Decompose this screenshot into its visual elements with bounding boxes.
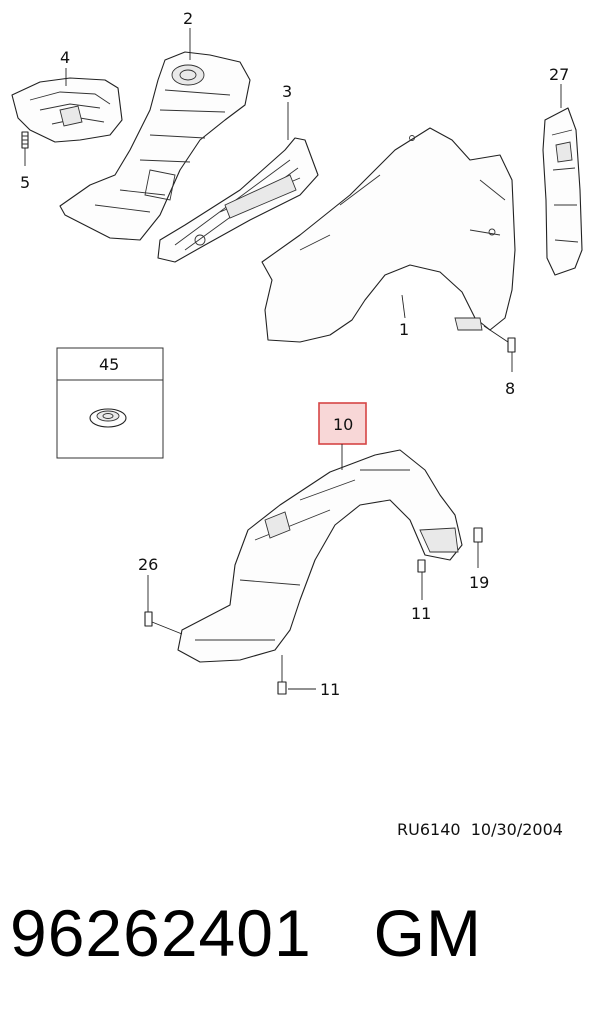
diagram-caption: RU6140 10/30/2004 <box>397 820 563 839</box>
part-45-grommet-box <box>56 347 164 459</box>
bolt-icon <box>144 575 183 635</box>
callout-2[interactable]: 2 <box>183 9 193 28</box>
bolt-icon <box>21 131 29 166</box>
part-number: 96262401 <box>10 896 312 970</box>
fender-icon <box>261 127 516 343</box>
callout-1[interactable]: 1 <box>399 320 409 339</box>
bolt-icon <box>473 527 483 568</box>
brand-name: GM <box>373 896 482 970</box>
callout-11-bottom[interactable]: 11 <box>320 680 340 699</box>
part-27-bracket <box>542 84 583 276</box>
bolt-icon <box>483 325 516 372</box>
callout-10-highlight[interactable] <box>318 402 367 445</box>
callout-26[interactable]: 26 <box>138 555 158 574</box>
callout-5[interactable]: 5 <box>20 173 30 192</box>
callout-11-right[interactable]: 11 <box>411 604 431 623</box>
bolt-icon <box>417 559 426 600</box>
part-2-side-member <box>59 28 251 241</box>
callout-4[interactable]: 4 <box>60 48 70 67</box>
part-number-footer: 96262401 GM <box>10 895 482 971</box>
diagram-date: 10/30/2004 <box>470 820 563 839</box>
wheel-liner-icon <box>177 444 463 663</box>
callout-10[interactable]: 10 <box>333 415 353 434</box>
part-4-bracket <box>11 68 123 143</box>
grommet-icon <box>89 408 127 428</box>
callout-8[interactable]: 8 <box>505 379 515 398</box>
callout-45[interactable]: 45 <box>99 355 119 374</box>
callout-3[interactable]: 3 <box>282 82 292 101</box>
callout-27[interactable]: 27 <box>549 65 569 84</box>
callout-19[interactable]: 19 <box>469 573 489 592</box>
bolt-icon <box>277 655 316 695</box>
diagram-code: RU6140 <box>397 820 461 839</box>
part-3-apron-panel <box>157 102 319 263</box>
